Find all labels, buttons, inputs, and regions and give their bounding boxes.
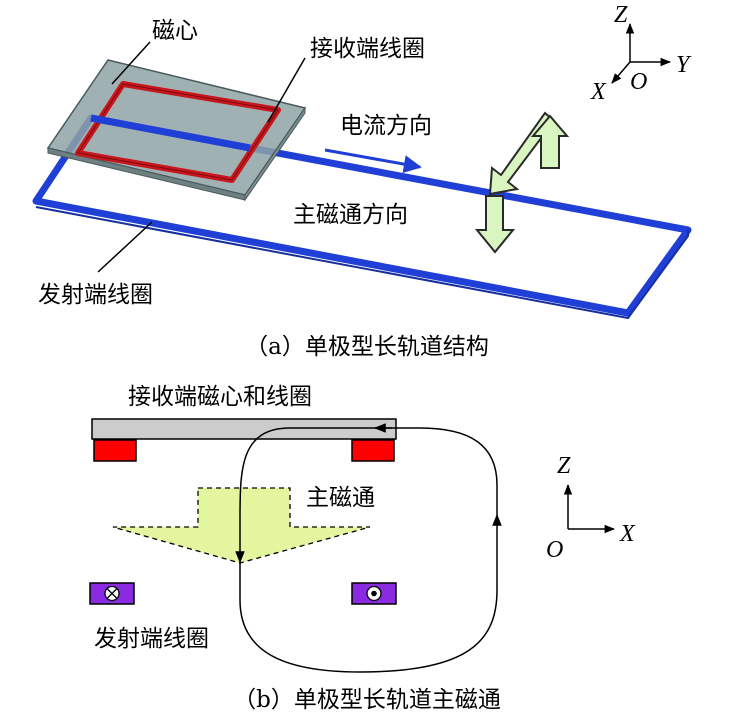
axis-origin-label-a: O xyxy=(630,69,647,95)
label-receiver-core-and-coil: 接收端磁心和线圈 xyxy=(128,384,312,410)
flux-loop-up xyxy=(239,513,502,673)
main-flux-cone xyxy=(112,487,371,564)
transmitter-coil-3d xyxy=(32,114,692,320)
panel-b: 接收端磁心和线圈 主磁通 发射端线圈 Z xyxy=(89,384,636,713)
axis-z-label-b: Z xyxy=(557,453,571,479)
label-current-direction: 电流方向 xyxy=(340,113,432,139)
axes-3d: Z Y X O xyxy=(590,2,692,105)
label-main-flux-direction: 主磁通方向 xyxy=(293,202,408,228)
flux-direction-arrows xyxy=(474,111,570,254)
label-core: 磁心 xyxy=(152,18,198,44)
receiver-core-bar xyxy=(91,418,397,440)
caption-a: （a）单极型长轨道结构 xyxy=(245,334,489,360)
transmitter-coil-right-dot xyxy=(351,582,397,605)
receiver-coil-left xyxy=(93,439,137,462)
leader-transmitter-coil xyxy=(97,221,153,273)
axis-x-label-a: X xyxy=(590,79,607,105)
axis-y-label-a: Y xyxy=(676,52,692,78)
flux-arrow-up xyxy=(530,114,570,169)
label-receiver-coil: 接收端线圈 xyxy=(310,36,425,62)
label-main-flux: 主磁通 xyxy=(306,485,375,511)
caption-b: （b）单极型长轨道主磁通 xyxy=(233,687,501,713)
transmitter-coil-left-cross xyxy=(89,582,135,605)
panel-a: 磁心 接收端线圈 电流方向 主磁通方向 发射端线圈 Z Y X O （a）单极型… xyxy=(32,2,692,360)
flux-loop-down xyxy=(235,427,392,564)
receiver-coil-right xyxy=(351,439,395,462)
leader-receiver-coil xyxy=(267,57,306,123)
flux-loop-return xyxy=(373,423,498,515)
axis-origin-label-b: O xyxy=(546,537,563,563)
receiver-coil-3d xyxy=(75,81,281,183)
axis-z-label-a: Z xyxy=(614,2,628,28)
transmitter-coil-front-segment xyxy=(90,114,251,152)
axis-x-label-b: X xyxy=(619,521,636,547)
label-transmitter-coil-b: 发射端线圈 xyxy=(94,626,209,652)
axes-2d: Z X O xyxy=(546,453,636,563)
label-transmitter-coil-a: 发射端线圈 xyxy=(38,282,153,308)
flux-arrow-down xyxy=(474,195,516,254)
leader-core xyxy=(111,41,151,85)
current-direction-arrow xyxy=(324,148,422,174)
